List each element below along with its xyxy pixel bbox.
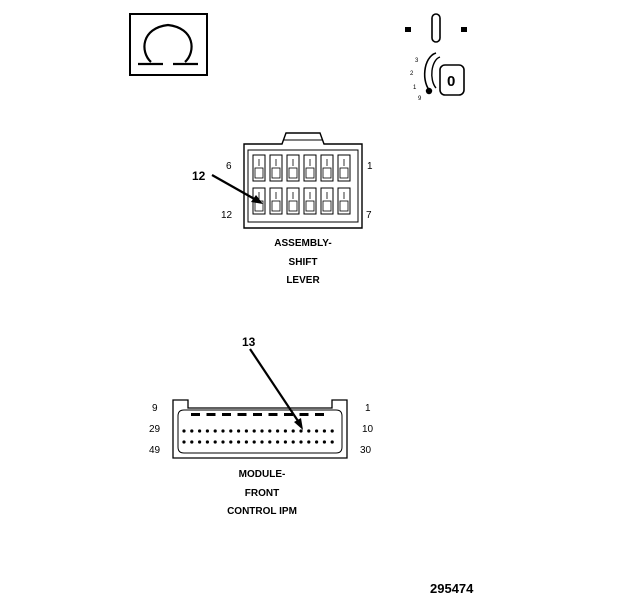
connector-cavity <box>303 154 317 182</box>
pin-label-1: 1 <box>367 161 373 172</box>
callout-arrow <box>249 348 303 430</box>
pin-cavity <box>206 413 216 416</box>
callout-number: 12 <box>192 169 206 183</box>
pin-dot <box>229 440 233 444</box>
connector-label-line: MODULE- <box>239 469 286 480</box>
pin-dot <box>221 429 225 433</box>
ohmmeter-symbol-icon <box>129 13 208 76</box>
pin-label-10: 10 <box>362 424 374 435</box>
connector-label-line: CONTROL IPM <box>227 506 297 517</box>
pin-dot <box>291 440 295 444</box>
pin-label-49: 49 <box>149 445 161 456</box>
pin-dot <box>276 429 280 433</box>
connector-cavity <box>286 154 300 182</box>
pin-dot <box>283 429 287 433</box>
pin-dot <box>307 440 311 444</box>
pin-dot <box>260 440 264 444</box>
connector-cavity <box>269 187 283 215</box>
pin-dot <box>237 429 241 433</box>
callout-arrow <box>211 174 263 204</box>
pin-dot <box>330 429 334 433</box>
pin-dot <box>205 440 209 444</box>
key-position-label: 3 <box>415 58 419 64</box>
pin-label-12: 12 <box>221 210 233 221</box>
callout-number: 13 <box>242 335 256 349</box>
pin-label-30: 30 <box>360 445 372 456</box>
connector-cavity <box>269 154 283 182</box>
pin-dot <box>330 440 334 444</box>
pin-cavity <box>222 413 231 416</box>
connector-cavity <box>303 187 317 215</box>
pin-dot <box>221 440 225 444</box>
pin-label-6: 6 <box>226 161 232 172</box>
connector-cavity <box>286 187 300 215</box>
pin-dot <box>307 429 311 433</box>
connector-label-line: ASSEMBLY- <box>274 238 331 249</box>
pin-label-9: 9 <box>152 403 158 414</box>
key-position-label: 2 <box>410 71 414 77</box>
connector-cavity <box>320 154 334 182</box>
pin-label-7: 7 <box>366 210 372 221</box>
pin-dot <box>322 440 326 444</box>
pin-cavity <box>284 413 293 416</box>
pin-dot <box>244 440 248 444</box>
pin-dot <box>213 429 217 433</box>
pin-cavity <box>299 413 309 416</box>
figure-number: 295474 <box>430 581 474 596</box>
pin-dot <box>315 440 319 444</box>
pin-cavity <box>315 413 324 416</box>
pin-dot <box>237 440 241 444</box>
pin-dot <box>283 440 287 444</box>
pin-dot <box>198 440 202 444</box>
connector-cavity <box>337 154 351 182</box>
pin-cavity <box>191 413 200 416</box>
pin-dot <box>229 429 233 433</box>
key-position-label: 1 <box>413 85 417 91</box>
pin-dot <box>252 429 256 433</box>
connector-cavity <box>337 187 351 215</box>
pin-dot <box>315 429 319 433</box>
pin-dot <box>190 440 194 444</box>
pin-dot <box>276 440 280 444</box>
pin-dot <box>268 429 272 433</box>
pin-dot <box>268 440 272 444</box>
pin-dot <box>260 429 264 433</box>
key-label: 0 <box>447 73 455 90</box>
pin-dot <box>190 429 194 433</box>
pin-cavity <box>268 413 278 416</box>
pin-dot <box>299 429 303 433</box>
pin-dot <box>291 429 295 433</box>
pin-dot <box>205 429 209 433</box>
connector-label-line: LEVER <box>286 275 320 286</box>
pin-label-29: 29 <box>149 424 161 435</box>
connector-label-line: FRONT <box>245 488 279 499</box>
pin-dot <box>252 440 256 444</box>
pin-dot <box>213 440 217 444</box>
connector-cavity <box>320 187 334 215</box>
connector-label-line: SHIFT <box>289 257 318 268</box>
pin-dot <box>182 429 186 433</box>
pin-dot <box>182 440 186 444</box>
pin-cavity <box>253 413 262 416</box>
pin-label-1: 1 <box>365 403 371 414</box>
shift-lever-connector <box>243 132 363 229</box>
connector-cavity <box>252 154 266 182</box>
key-position-label: 9 <box>418 96 422 102</box>
pin-dot <box>322 429 326 433</box>
pin-dot <box>299 440 303 444</box>
pin-dot <box>244 429 248 433</box>
ipm-connector <box>172 399 348 459</box>
pin-cavity <box>237 413 247 416</box>
ignition-switch-icon: 0 3 2 1 9 <box>405 13 467 102</box>
pin-dot <box>198 429 202 433</box>
